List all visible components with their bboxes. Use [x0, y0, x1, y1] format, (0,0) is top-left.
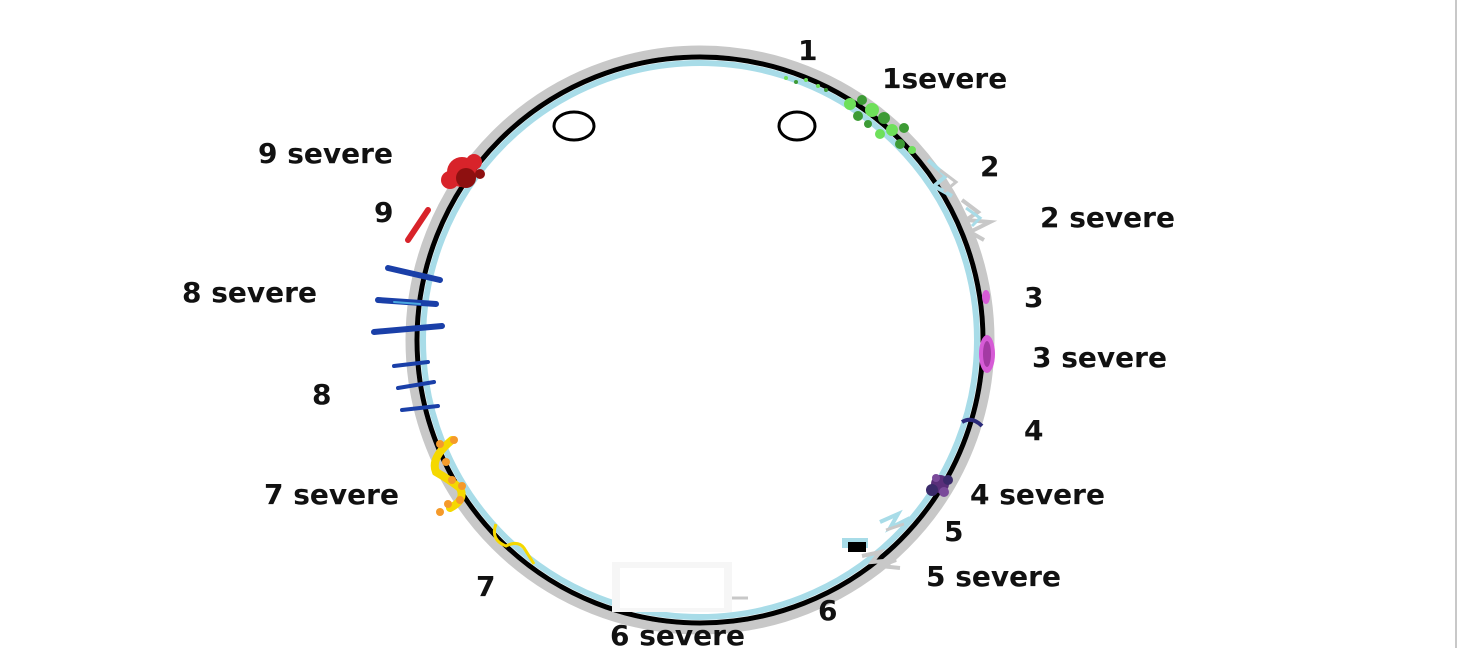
ring-outer-gray	[405, 45, 995, 635]
lesion-3-mild	[982, 290, 990, 304]
lesion-8-severe	[371, 265, 445, 335]
label-2: 2	[980, 150, 999, 183]
lesion-1-mild	[784, 76, 828, 92]
lesion-5-severe	[842, 538, 901, 570]
label-5: 5	[944, 515, 963, 548]
lesion-8-mild	[392, 360, 440, 412]
lesion-7-mild	[492, 523, 536, 565]
label-7: 7	[476, 570, 495, 603]
label-7-severe: 7 severe	[264, 478, 399, 511]
label-2-severe: 2 severe	[1040, 201, 1175, 234]
lesion-5	[879, 509, 911, 533]
lesion-7-severe	[430, 436, 466, 516]
label-8: 8	[312, 378, 331, 411]
label-6: 6	[818, 594, 837, 627]
label-5-severe: 5 severe	[926, 560, 1061, 593]
lesion-2	[926, 158, 959, 198]
label-4: 4	[1024, 414, 1043, 447]
left-opening	[552, 110, 596, 142]
lesion-4-severe	[926, 474, 953, 497]
label-1: 1	[798, 34, 817, 67]
label-3: 3	[1024, 281, 1043, 314]
ring-inner-blue	[420, 60, 980, 620]
lesion-3-severe	[979, 335, 995, 373]
right-opening	[777, 110, 817, 142]
label-9-severe: 9 severe	[258, 137, 393, 170]
lesion-2-severe	[960, 198, 998, 242]
lesion-9-mild	[405, 207, 431, 243]
lesion-1-severe	[844, 95, 916, 154]
right-edge-divider	[1455, 0, 1457, 648]
lesion-4-mild	[960, 417, 984, 428]
ring	[405, 45, 995, 635]
lesion-6-severe	[612, 562, 732, 612]
label-9: 9	[374, 196, 393, 229]
label-3-severe: 3 severe	[1032, 341, 1167, 374]
label-4-severe: 4 severe	[970, 478, 1105, 511]
label-1-severe: 1severe	[882, 62, 1007, 95]
label-8-severe: 8 severe	[182, 276, 317, 309]
lesion-9-severe	[441, 154, 485, 189]
label-6-severe: 6 severe	[610, 619, 745, 648]
